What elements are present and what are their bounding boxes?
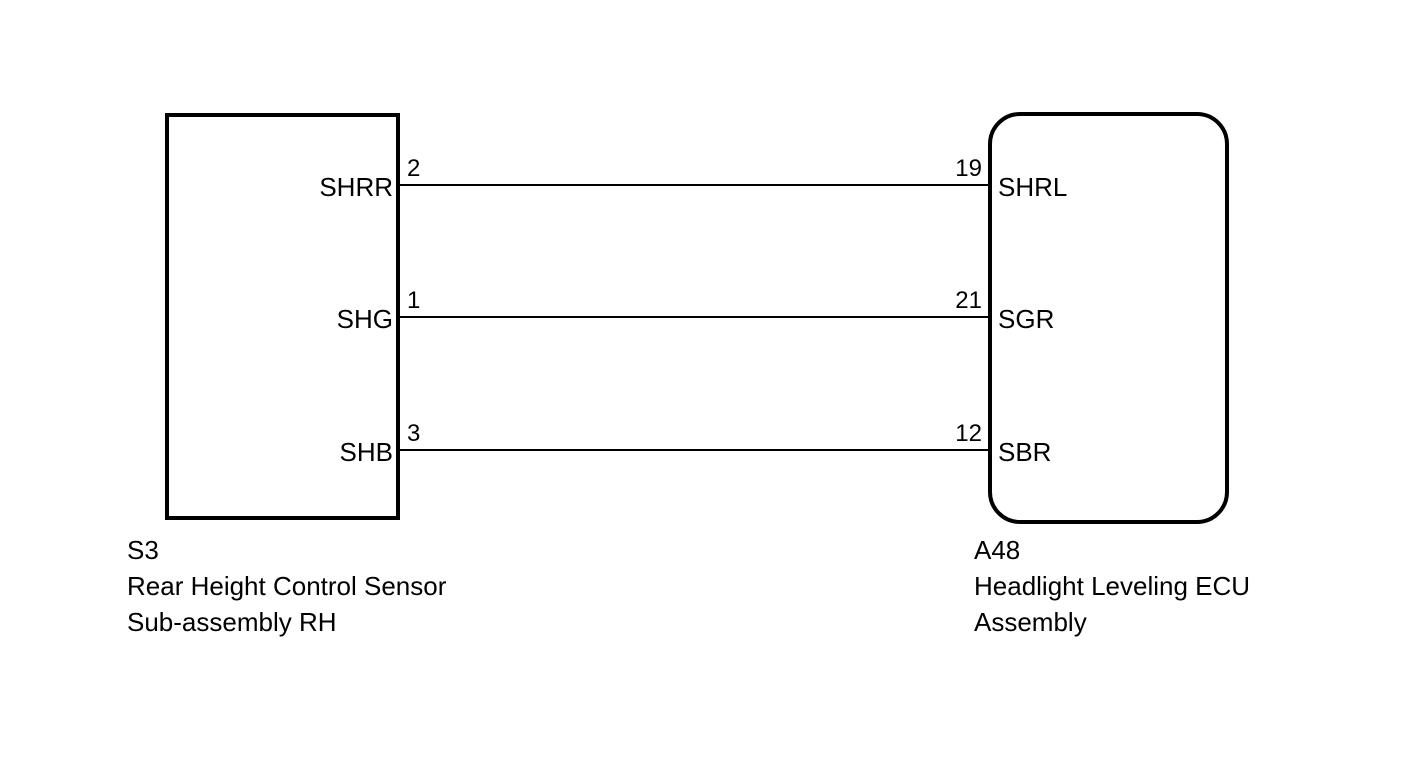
right-component-name-line1: Headlight Leveling ECU	[974, 571, 1251, 601]
pin-number-21: 21	[955, 287, 982, 314]
pin-number-12: 12	[955, 420, 982, 447]
pin-number-2: 2	[407, 155, 421, 182]
pin-number-3: 3	[407, 420, 421, 447]
component-box-rear-height-control-sensor	[165, 113, 400, 520]
wire-shrr-to-shrl	[400, 184, 988, 186]
pin-label-shrr: SHRR	[319, 172, 393, 202]
pin-label-shrl: SHRL	[998, 172, 1068, 202]
pin-number-19: 19	[955, 155, 982, 182]
left-component-name-line2: Sub-assembly RH	[127, 607, 337, 637]
pin-number-1: 1	[407, 287, 421, 314]
caption-right-component: A48 Headlight Leveling ECU Assembly	[974, 532, 1250, 640]
component-box-headlight-leveling-ecu	[988, 112, 1229, 524]
pin-label-sbr: SBR	[998, 437, 1052, 467]
pin-label-sgr: SGR	[998, 304, 1055, 334]
pin-label-shb: SHB	[339, 437, 393, 467]
left-component-code: S3	[127, 535, 159, 565]
right-component-code: A48	[974, 535, 1021, 565]
wire-shg-to-sgr	[400, 316, 988, 318]
right-component-name-line2: Assembly	[974, 607, 1087, 637]
wire-shb-to-sbr	[400, 449, 988, 451]
left-component-name-line1: Rear Height Control Sensor	[127, 571, 447, 601]
caption-left-component: S3 Rear Height Control Sensor Sub-assemb…	[127, 532, 446, 640]
pin-label-shg: SHG	[336, 304, 393, 334]
